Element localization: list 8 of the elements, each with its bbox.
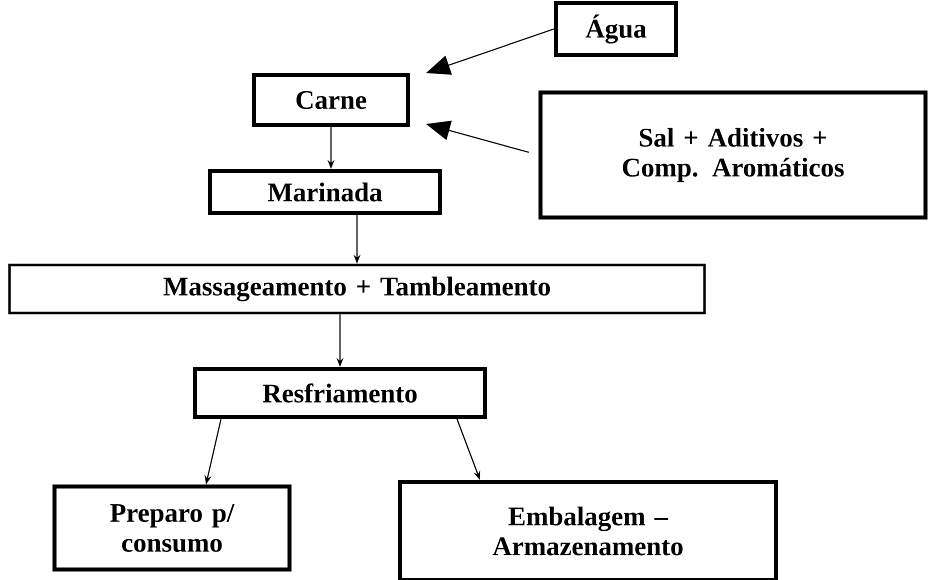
- process-box: Água: [554, 1, 678, 57]
- process-box: Marinada: [208, 168, 442, 215]
- process-box: Massageamento + Tambleamento: [8, 264, 706, 314]
- process-box: Resfriamento: [193, 366, 487, 419]
- process-box: Carne: [252, 73, 410, 127]
- process-box: Preparo p/ consumo: [52, 484, 292, 572]
- process-box: Sal + Aditivos + Comp. Aromáticos: [538, 90, 928, 220]
- process-box: Embalagem – Armazenamento: [398, 480, 778, 580]
